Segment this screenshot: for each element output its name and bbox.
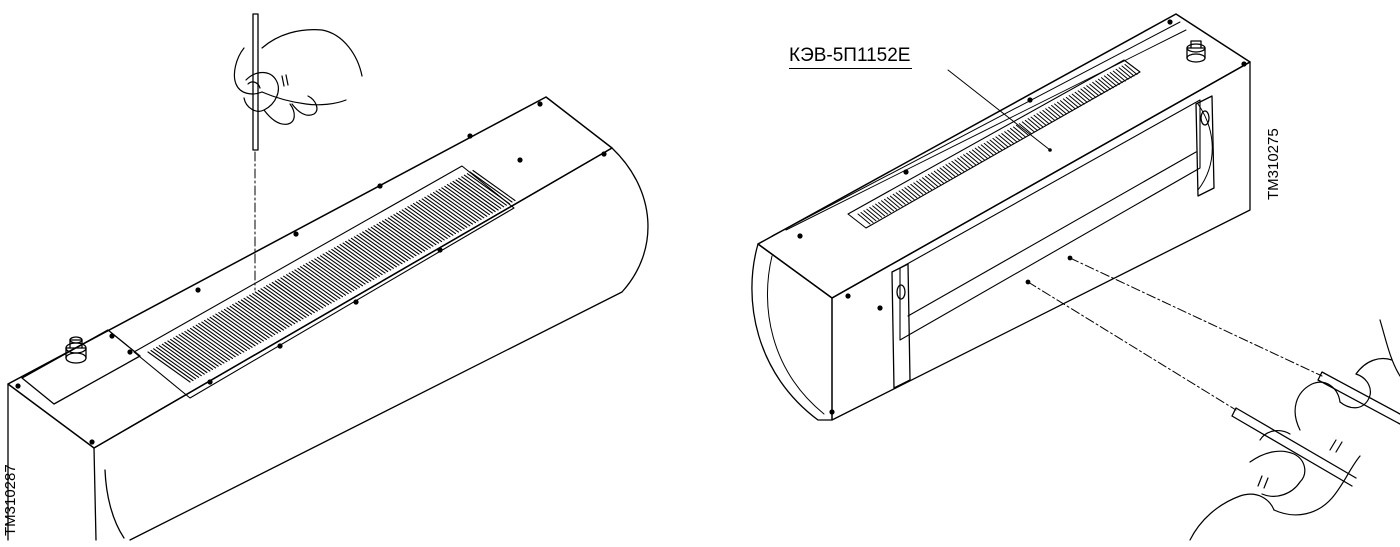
right-bracket-right <box>1195 95 1215 197</box>
left-insertion-rod <box>252 13 259 291</box>
right-rear-channel <box>899 99 1201 341</box>
left-end-side <box>7 383 97 541</box>
right-hands-illustration <box>1189 319 1400 541</box>
model-leader-line <box>947 69 1051 151</box>
right-grille-louvers <box>857 64 1138 225</box>
right-cable-gland <box>1186 40 1206 63</box>
left-screws <box>15 101 607 445</box>
left-front-face <box>93 147 649 541</box>
left-heater-unit <box>7 13 649 541</box>
left-junction-plate <box>21 329 141 405</box>
right-heater-unit <box>751 13 1400 541</box>
model-label: КЭВ-5П1152Е <box>789 45 913 69</box>
right-grille-frame <box>847 59 1141 229</box>
left-grille-frame <box>133 165 515 399</box>
right-back-face <box>831 61 1251 421</box>
left-cable-gland <box>65 336 87 364</box>
right-tm-code: TM310275 <box>1265 128 1282 200</box>
right-insertion-rods <box>1231 371 1400 487</box>
right-guide-line-upper <box>1069 257 1323 377</box>
right-screws <box>797 19 1247 415</box>
left-top-plate <box>7 96 613 449</box>
left-tm-code: TM310287 <box>2 464 19 536</box>
left-grille-louvers <box>147 169 516 383</box>
right-bracket-left <box>891 263 911 389</box>
right-guide-line-lower <box>1027 281 1237 411</box>
left-front-face-crease <box>104 469 125 539</box>
right-end-side <box>751 243 833 421</box>
left-hand-illustration <box>233 29 363 125</box>
